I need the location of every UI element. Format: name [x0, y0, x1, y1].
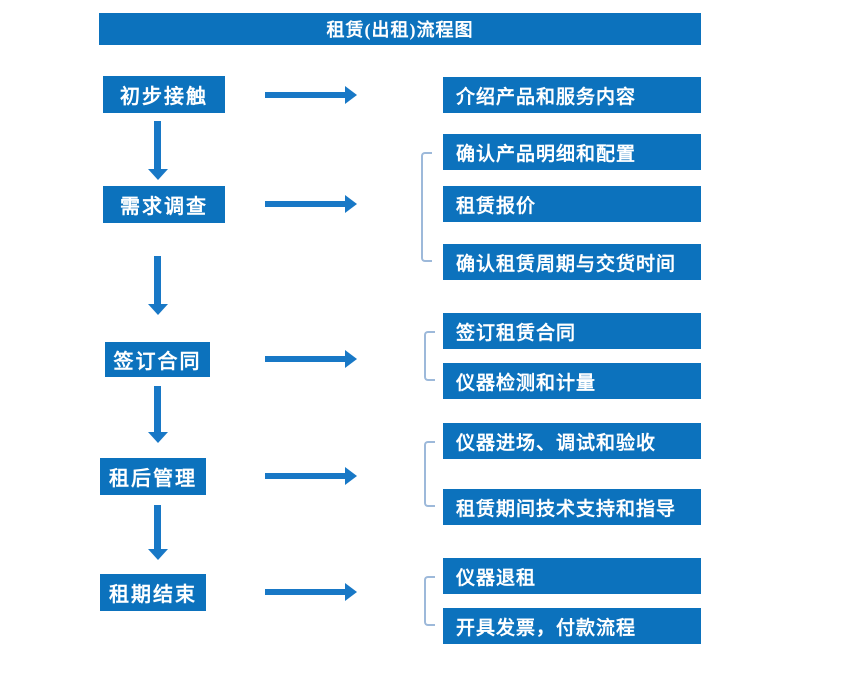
down-arrow-3: [154, 386, 161, 432]
stage-box-initial-contact: 初步接触: [103, 76, 225, 113]
right-arrow-stage4: [265, 473, 345, 479]
output-label: 租赁期间技术支持和指导: [456, 498, 677, 520]
output-box: 确认租赁周期与交货时间: [443, 244, 701, 280]
down-arrow-4: [154, 505, 161, 549]
right-arrow-stage5: [265, 589, 345, 595]
bracket-stage3-outputs: [424, 331, 435, 381]
stage-label: 初步接触: [120, 86, 208, 108]
output-label: 介绍产品和服务内容: [456, 86, 637, 108]
bracket-stage4-outputs: [424, 441, 435, 507]
output-box: 签订租赁合同: [443, 313, 701, 349]
output-label: 仪器退租: [456, 567, 537, 589]
flowchart-title-text: 租赁(出租)流程图: [326, 20, 474, 40]
output-box: 确认产品明细和配置: [443, 134, 701, 170]
stage-label: 租期结束: [109, 584, 197, 606]
stage-box-demand-survey: 需求调查: [103, 186, 225, 223]
stage-box-sign-contract: 签订合同: [105, 342, 210, 377]
output-box: 租赁报价: [443, 186, 701, 222]
flowchart-title-bar: 租赁(出租)流程图: [99, 13, 701, 45]
output-box: 仪器退租: [443, 558, 701, 594]
down-arrow-1: [154, 121, 161, 169]
output-label: 签订租赁合同: [456, 322, 577, 344]
output-label: 开具发票，付款流程: [456, 617, 637, 639]
output-box: 仪器进场、调试和验收: [443, 423, 701, 459]
stage-label: 需求调查: [120, 196, 208, 218]
output-label: 确认租赁周期与交货时间: [456, 253, 677, 275]
output-label: 确认产品明细和配置: [456, 143, 637, 165]
stage-label: 签订合同: [113, 351, 202, 373]
stage-box-rental-end: 租期结束: [100, 574, 206, 611]
output-box: 介绍产品和服务内容: [443, 77, 701, 113]
output-box: 仪器检测和计量: [443, 363, 701, 399]
right-arrow-stage3: [265, 356, 345, 362]
stage-label: 租后管理: [109, 468, 197, 490]
output-box: 租赁期间技术支持和指导: [443, 489, 701, 525]
stage-box-post-rental-management: 租后管理: [100, 458, 206, 495]
bracket-stage2-outputs: [421, 152, 432, 262]
output-box: 开具发票，付款流程: [443, 608, 701, 644]
output-label: 租赁报价: [456, 195, 537, 217]
right-arrow-stage1: [265, 92, 345, 98]
output-label: 仪器进场、调试和验收: [456, 432, 657, 454]
right-arrow-stage2: [265, 201, 345, 207]
down-arrow-2: [154, 256, 161, 304]
bracket-stage5-outputs: [424, 576, 435, 626]
output-label: 仪器检测和计量: [456, 372, 597, 394]
